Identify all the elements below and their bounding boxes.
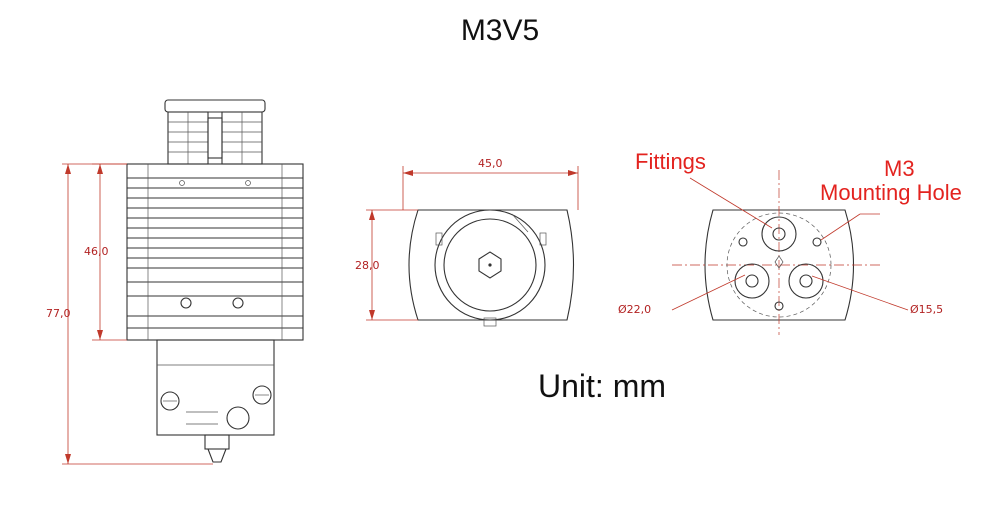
side-view-dimensions — [62, 163, 213, 465]
dim-width: 45,0 — [478, 157, 503, 170]
side-view — [62, 99, 304, 465]
diagram-title: M3V5 — [460, 14, 540, 47]
bottom-view — [671, 170, 909, 335]
nozzle — [204, 434, 230, 463]
top-view — [408, 209, 574, 327]
heatsink — [126, 163, 304, 341]
dim-dia-large: Ø22,0 — [618, 303, 652, 316]
dim-heatsink-height: 46,0 — [84, 245, 109, 258]
push-fittings — [164, 99, 266, 165]
dim-dia-small: Ø15,5 — [910, 303, 944, 316]
unit-label: Unit: mm — [538, 368, 666, 404]
dim-depth: 28,0 — [355, 259, 380, 272]
top-view-dimensions — [366, 166, 579, 321]
callout-mounting-m3: M3 — [884, 156, 915, 181]
callout-fittings: Fittings — [635, 149, 706, 174]
callout-mounting-hole: Mounting Hole — [820, 180, 962, 205]
dim-overall-height: 77,0 — [46, 307, 71, 320]
heater-block — [156, 339, 275, 436]
